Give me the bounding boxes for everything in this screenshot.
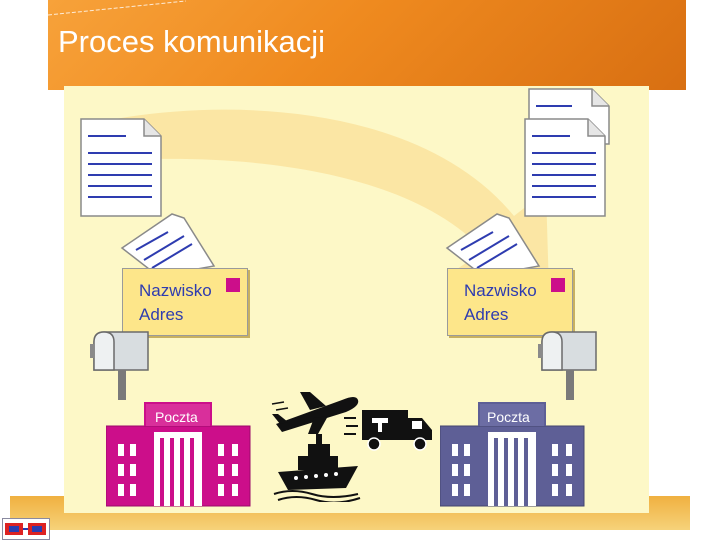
logo <box>2 518 50 540</box>
left-post-office-icon <box>106 402 251 507</box>
truck-icon <box>344 410 432 451</box>
right-post-office-label: Poczta <box>487 409 530 425</box>
right-document-icon <box>524 118 606 217</box>
slide-title: Proces komunikacji <box>58 24 326 59</box>
left-post-office-label: Poczta <box>155 409 198 425</box>
header-bar <box>48 0 686 90</box>
left-mailbox-icon <box>90 331 149 400</box>
left-tilted-letter-icon <box>120 213 216 277</box>
ship-icon <box>273 434 361 502</box>
left-envelope-address: Adres <box>139 305 184 324</box>
right-mailbox-icon <box>538 331 597 400</box>
left-document-icon <box>80 118 162 217</box>
right-stamp-icon <box>551 278 565 292</box>
logo-icon <box>5 523 46 535</box>
left-stamp-icon <box>226 278 240 292</box>
left-envelope-icon: Nazwisko Adres <box>122 268 248 336</box>
right-envelope-icon: Nazwisko Adres <box>447 268 573 336</box>
header-accent-line <box>48 0 187 16</box>
left-envelope-name: Nazwisko <box>139 281 212 300</box>
right-envelope-address: Adres <box>464 305 509 324</box>
flow-arrow <box>104 109 549 291</box>
airplane-icon <box>271 392 359 434</box>
right-post-office-icon <box>440 402 585 507</box>
right-envelope-name: Nazwisko <box>464 281 537 300</box>
